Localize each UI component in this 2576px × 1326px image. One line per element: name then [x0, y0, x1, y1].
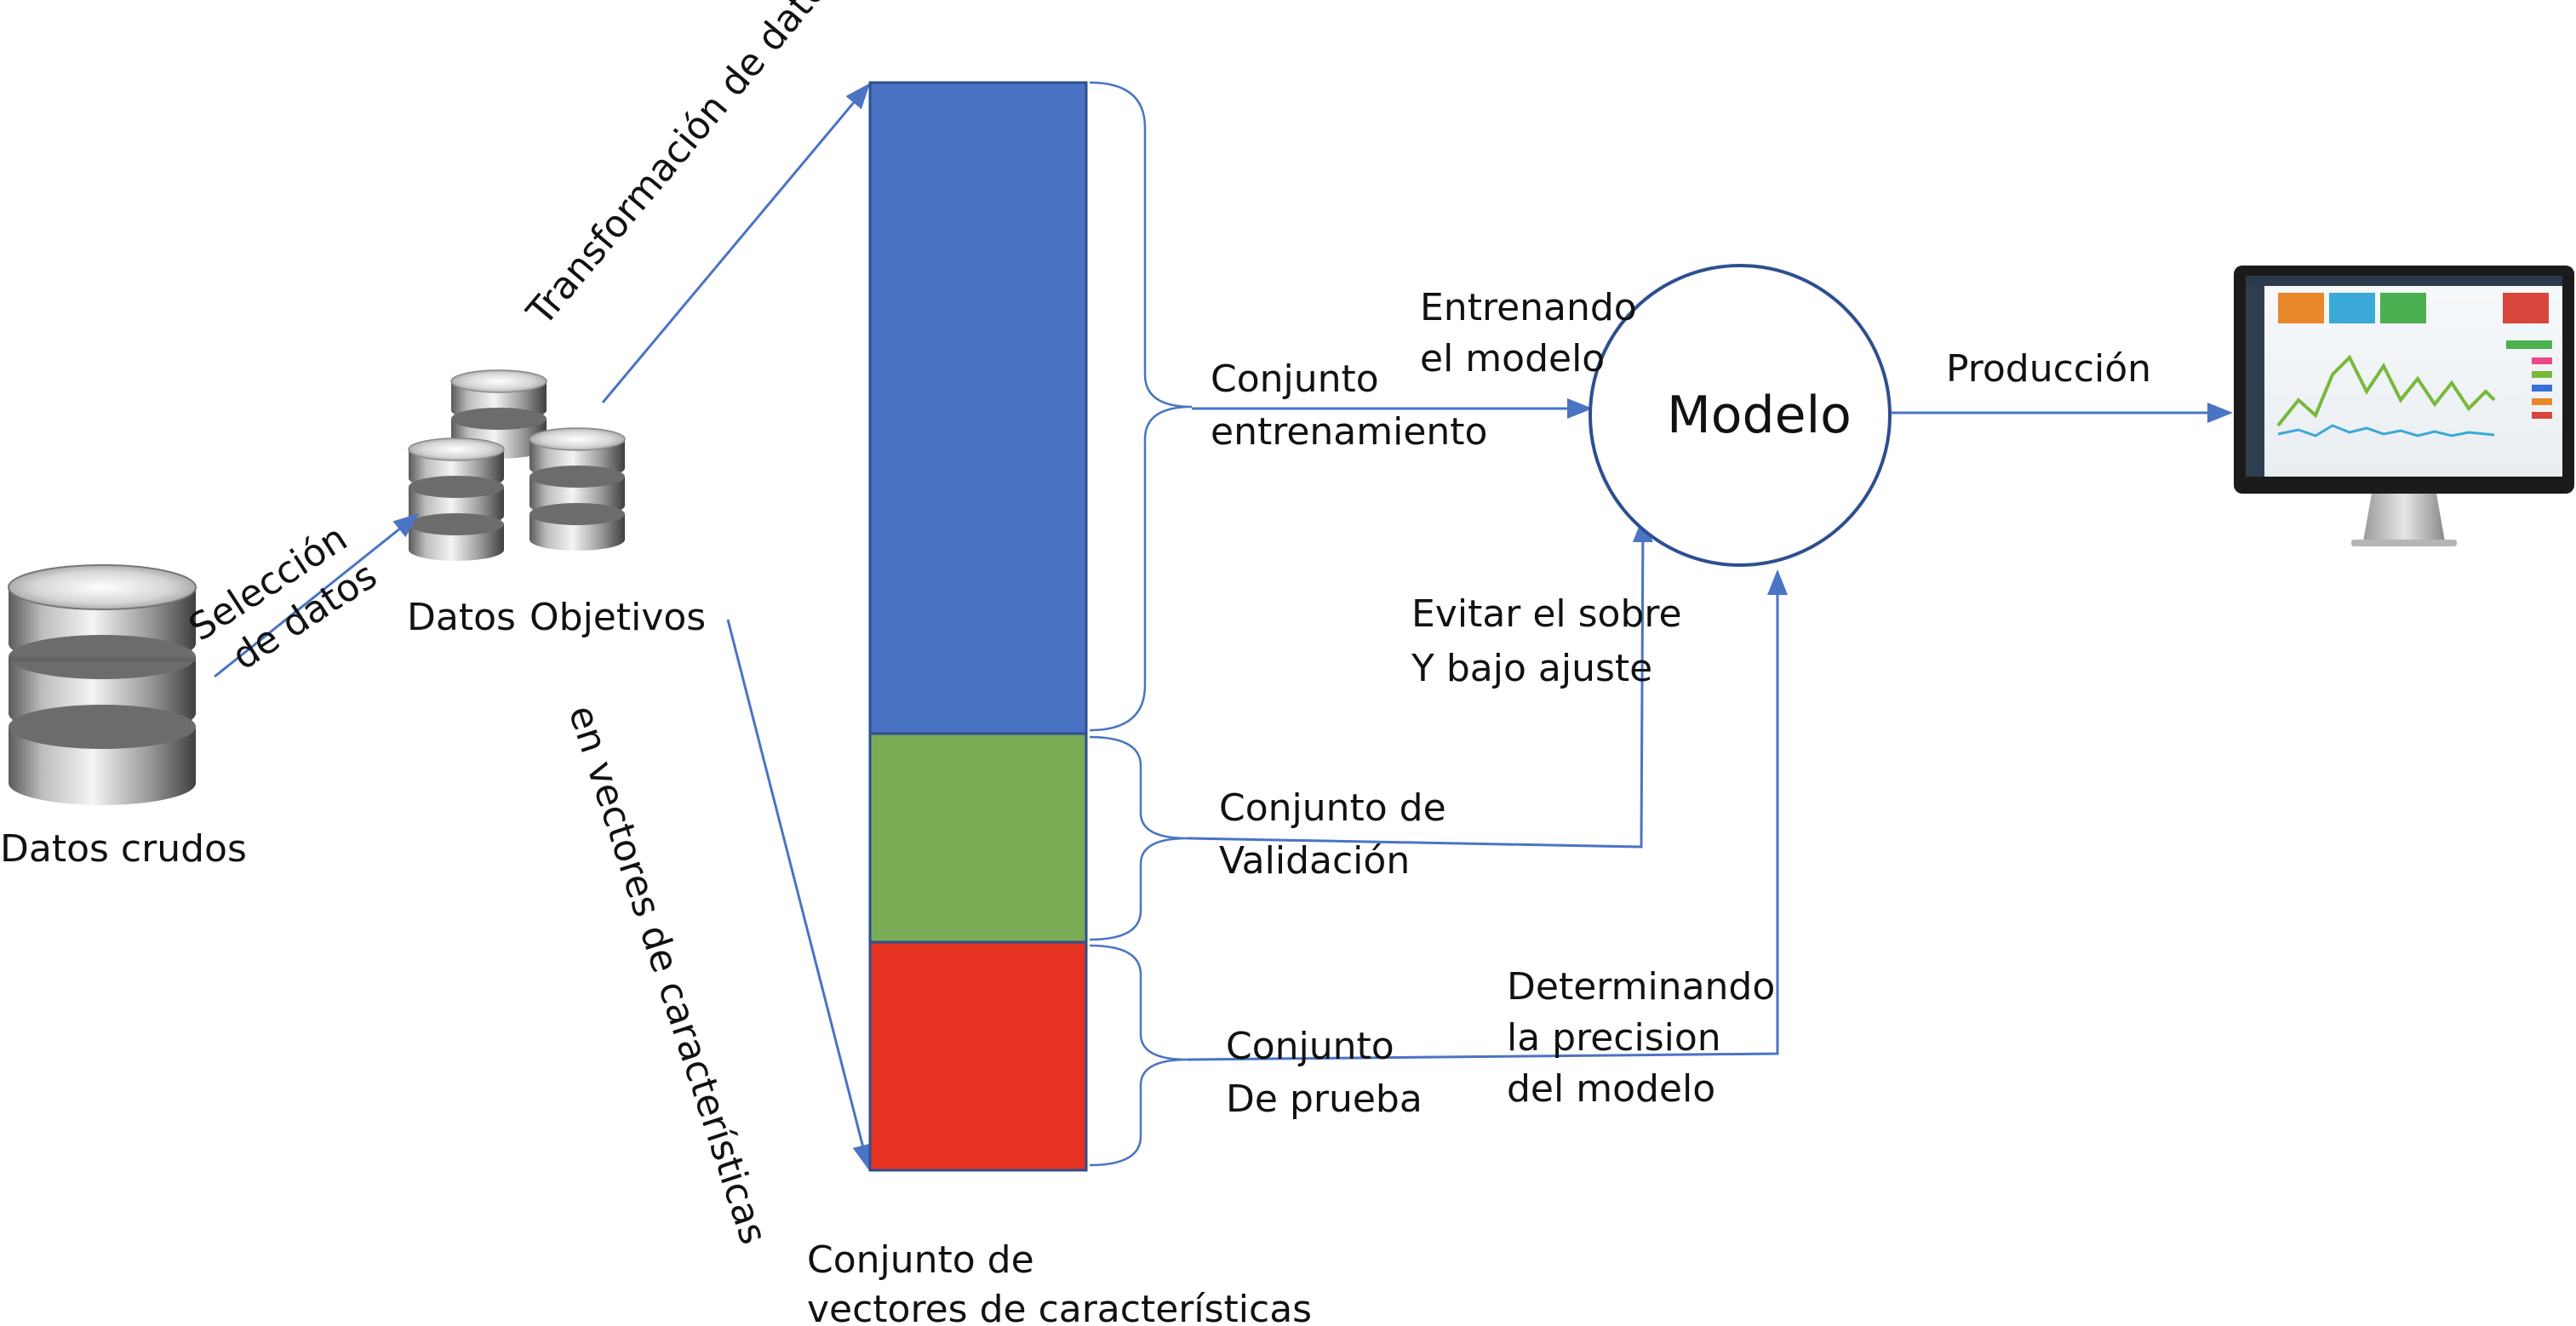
feature-vectors-label: en vectores de características	[560, 700, 776, 1249]
test-to-model-arrow	[1187, 569, 1788, 1061]
test-set-block	[868, 940, 1088, 1172]
target-data-label-2: Objetivos	[530, 596, 706, 639]
feature-set-label-line1: Conjunto de	[807, 1238, 1034, 1282]
transformation-arrow	[601, 83, 870, 403]
model-node	[1589, 264, 1892, 567]
validation-set-brace	[1089, 735, 1188, 941]
raw-data-label: Datos crudos	[0, 827, 247, 871]
model-label: Modelo	[1667, 386, 1852, 445]
training-set-block	[868, 81, 1088, 735]
precision-label-line2: la precision	[1507, 1016, 1721, 1060]
raw-data-database-icon	[8, 564, 197, 805]
target-data-label-1: Datos	[407, 596, 516, 639]
feature-vector-set-bar	[868, 81, 1088, 1172]
training-set-brace	[1089, 81, 1193, 732]
training-model-label-line2: el modelo	[1420, 337, 1605, 380]
test-set-label-line1: Conjunto	[1226, 1025, 1394, 1068]
feature-vectors-arrow	[726, 619, 873, 1170]
production-label: Producción	[1946, 347, 2151, 391]
test-set-brace	[1089, 944, 1188, 1167]
validation-set-block	[868, 732, 1088, 944]
validation-set-label-line2: Validación	[1219, 839, 1410, 883]
avoid-fit-label-line1: Evitar el sobre	[1411, 592, 1682, 636]
training-set-label-line2: entrenamiento	[1211, 410, 1487, 454]
training-set-label-line1: Conjunto	[1211, 357, 1379, 401]
precision-label-line1: Determinando	[1507, 965, 1775, 1009]
feature-set-label-line2: vectores de características	[807, 1288, 1312, 1326]
production-monitor-icon	[2234, 266, 2574, 546]
target-data-database-icon	[408, 369, 626, 561]
precision-label-line3: del modelo	[1507, 1067, 1715, 1111]
validation-to-model-arrow	[1187, 517, 1653, 849]
avoid-fit-label-line2: Y bajo ajuste	[1411, 647, 1652, 690]
selection-arrow	[214, 513, 420, 678]
validation-set-label-line1: Conjunto de	[1219, 786, 1446, 830]
training-model-label-line1: Entrenando	[1420, 286, 1637, 329]
test-set-label-line2: De prueba	[1226, 1077, 1423, 1121]
